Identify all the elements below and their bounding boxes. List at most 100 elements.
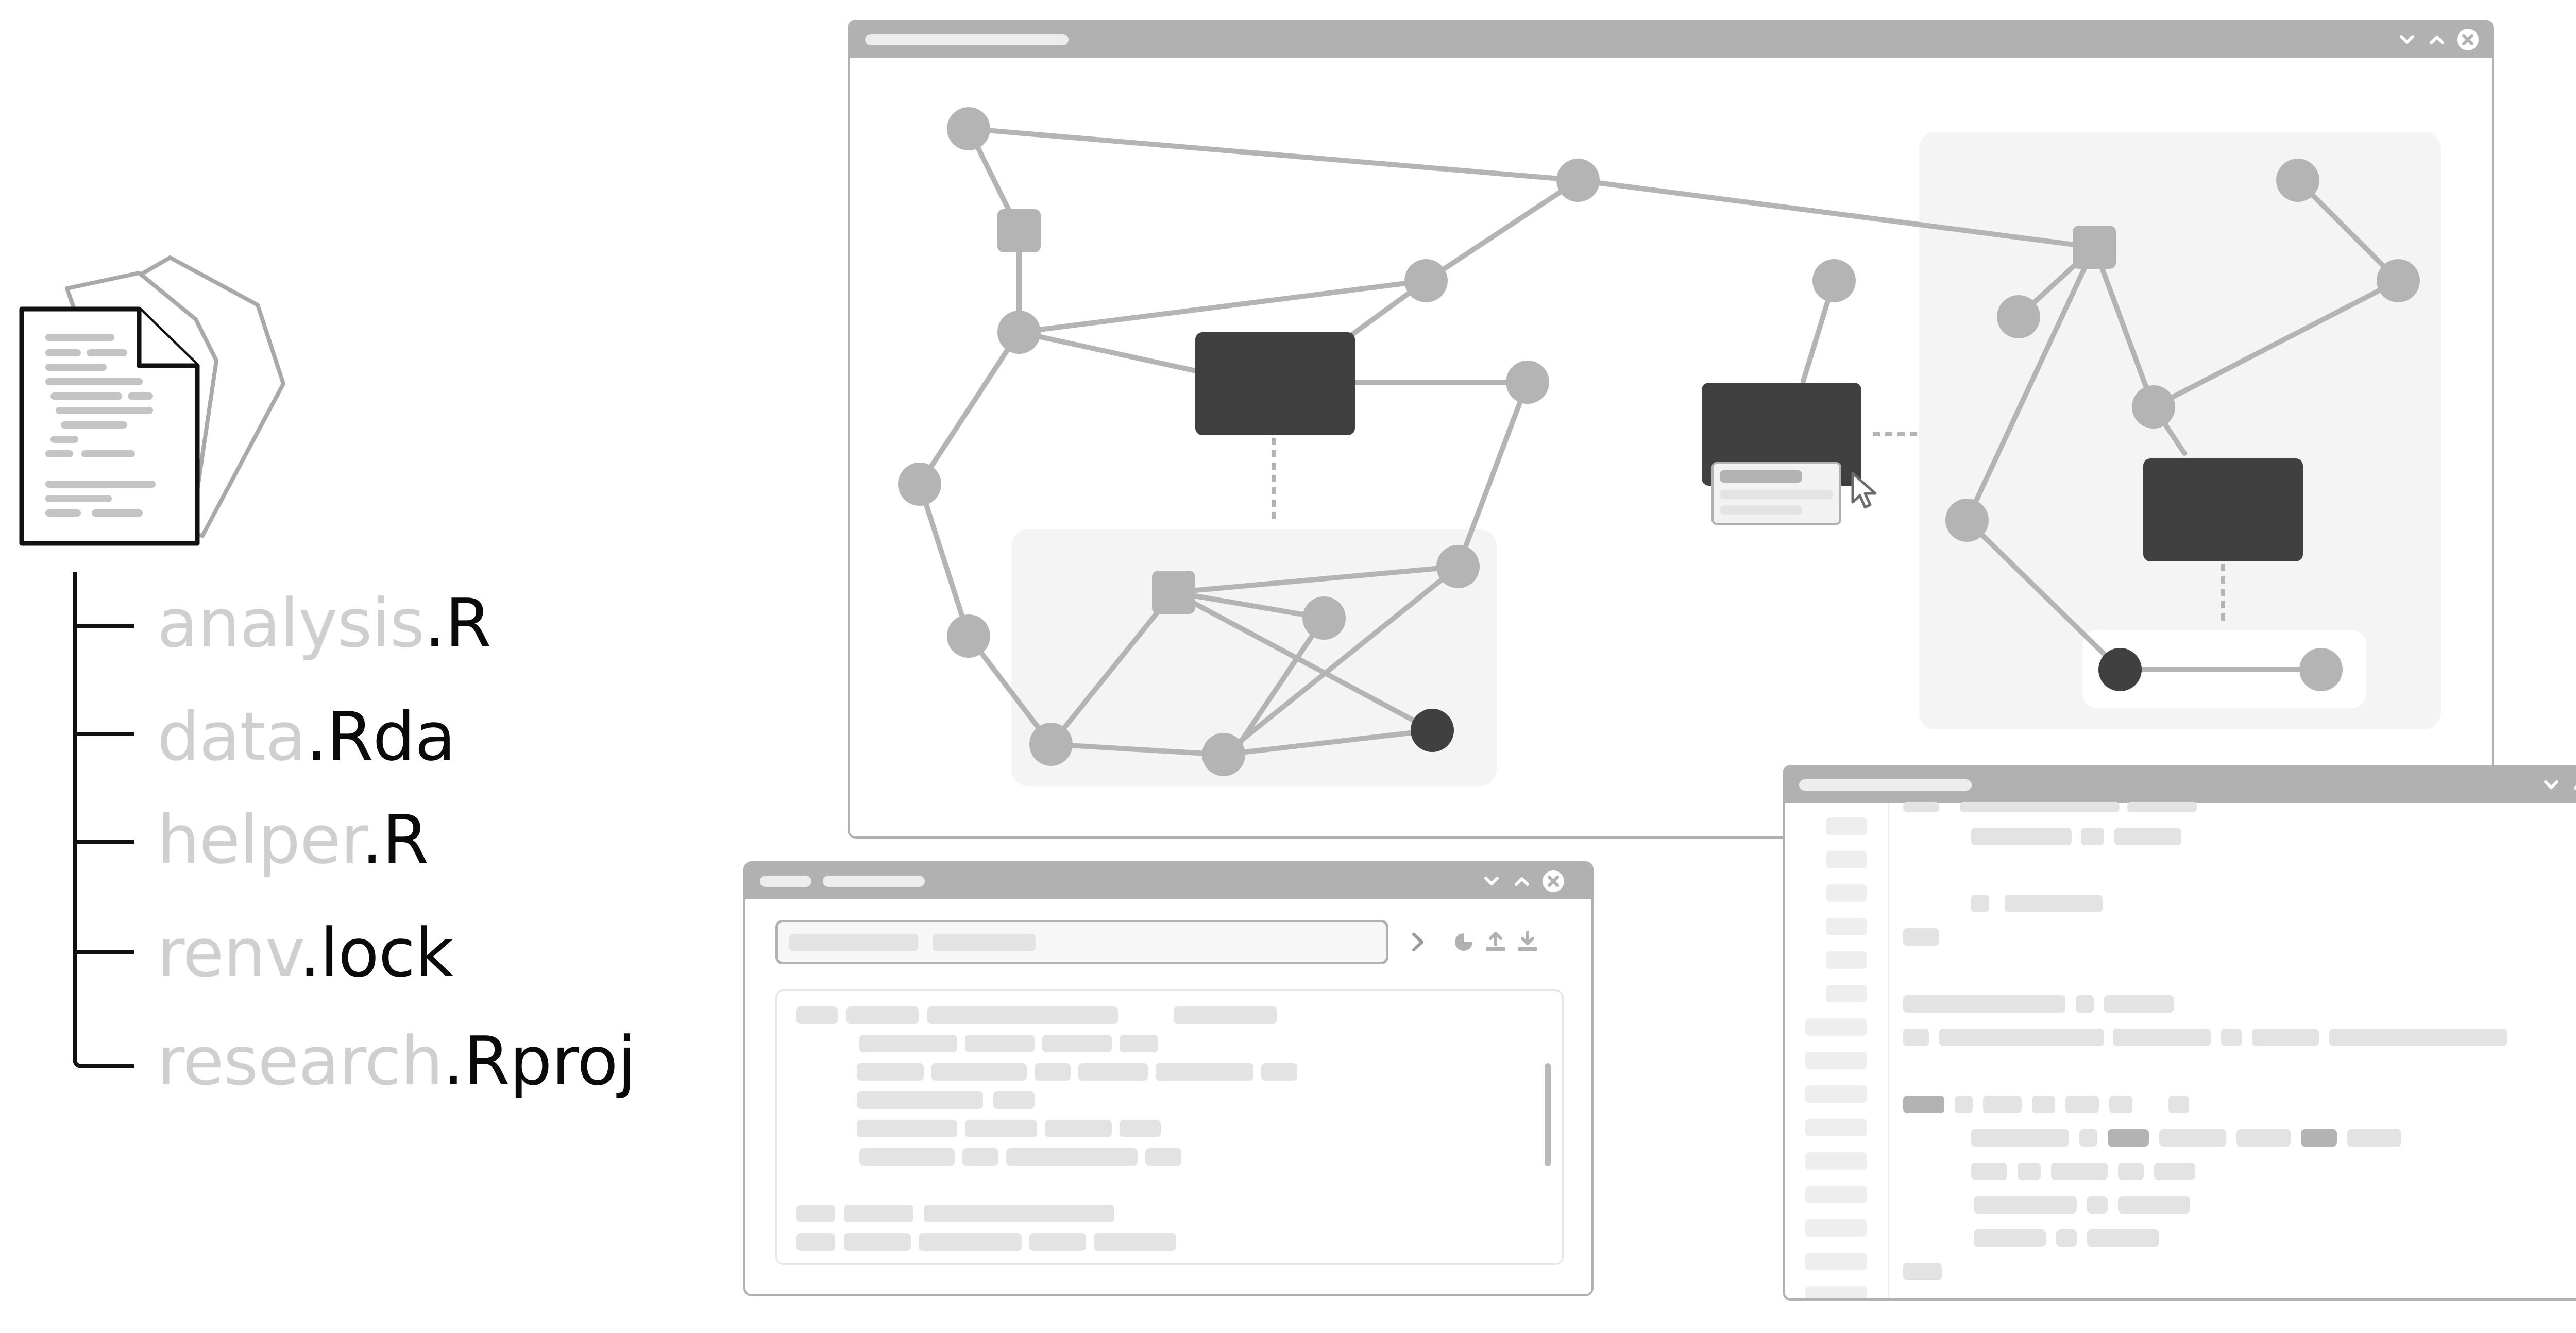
pie-chart-icon[interactable]: [1452, 931, 1475, 953]
list-item: [1029, 1233, 1086, 1251]
chevron-up-icon[interactable]: [2425, 28, 2449, 52]
code-token: [2154, 1163, 2195, 1180]
chevron-down-icon[interactable]: [2395, 28, 2419, 52]
graph-node: [1302, 596, 1346, 640]
list-item: [1035, 1063, 1071, 1081]
code-token: [2076, 995, 2094, 1013]
list-item: [965, 1120, 1037, 1137]
scrollbar-thumb[interactable]: [1545, 1063, 1551, 1166]
code-token: [2087, 1229, 2159, 1247]
list-item: [1120, 1035, 1158, 1052]
code-token: [2113, 1029, 2211, 1046]
editor-window-titlebar[interactable]: [1785, 767, 2576, 803]
list-item: [1156, 1063, 1253, 1081]
close-icon[interactable]: [1541, 869, 1565, 893]
file-stem: renv: [157, 914, 300, 992]
window-title-placeholder: [1799, 779, 1972, 791]
file-stem: research: [157, 1022, 443, 1100]
chevron-down-icon[interactable]: [2539, 773, 2563, 797]
chevron-up-icon[interactable]: [1510, 869, 1534, 893]
code-token: [2032, 1096, 2055, 1113]
results-list[interactable]: [775, 989, 1564, 1265]
list-item: [1174, 1006, 1277, 1024]
graph-node: [2276, 159, 2319, 202]
list-item: [859, 1148, 955, 1166]
list-item: [993, 1091, 1035, 1109]
file-item-renv[interactable]: renv.lock: [157, 919, 454, 986]
chevron-right-icon[interactable]: [1408, 930, 1428, 954]
code-token: [1960, 802, 2120, 812]
upload-icon[interactable]: [1483, 929, 1508, 954]
download-icon[interactable]: [1515, 929, 1540, 954]
code-editor-window: [1783, 765, 2576, 1301]
list-item: [1078, 1063, 1148, 1081]
graph-square-node: [997, 209, 1041, 252]
graph-block-node: [1702, 383, 1861, 486]
code-token: [1971, 895, 1989, 912]
code-token: [2347, 1129, 2401, 1147]
graph-node: [1812, 259, 1856, 302]
list-item: [857, 1120, 957, 1137]
code-token: [1974, 1196, 2077, 1214]
graph-node: [1436, 545, 1480, 588]
graph-node-active: [2098, 648, 2142, 691]
code-token: [2221, 1029, 2242, 1046]
list-item: [1094, 1233, 1176, 1251]
tooltip-line-placeholder: [1720, 490, 1833, 499]
list-item: [931, 1063, 1027, 1081]
close-icon[interactable]: [2456, 28, 2480, 52]
code-token: [2056, 1229, 2077, 1247]
code-token: [1971, 828, 2072, 845]
search-input[interactable]: [775, 920, 1388, 964]
list-item: [924, 1205, 1114, 1222]
code-token: [2087, 1196, 2108, 1214]
file-item-analysis[interactable]: analysis.R: [157, 590, 492, 657]
graph-node: [1202, 733, 1245, 776]
line-number: [1826, 817, 1867, 835]
code-token: [1903, 1029, 1929, 1046]
graph-node: [997, 311, 1041, 354]
file-extension: .Rproj: [443, 1022, 636, 1100]
line-number: [1826, 951, 1867, 969]
code-token: [1974, 1229, 2046, 1247]
line-number: [1805, 1253, 1867, 1270]
graph-node: [1506, 361, 1549, 404]
list-item: [796, 1233, 835, 1251]
window-title-placeholder: [865, 34, 1069, 45]
group-panel: [1919, 132, 2441, 729]
graph-node: [947, 614, 990, 658]
line-number: [1805, 1119, 1867, 1136]
search-window-titlebar[interactable]: [745, 863, 1591, 899]
file-stem: data: [157, 697, 307, 776]
graph-square-node: [2073, 226, 2116, 269]
code-token: [2236, 1129, 2291, 1147]
file-extension: .R: [361, 800, 429, 879]
chevron-up-icon[interactable]: [2569, 773, 2576, 797]
code-token: [2109, 1096, 2132, 1113]
code-token: [1971, 1163, 2007, 1180]
line-number-gutter: [1785, 803, 1889, 1298]
chevron-down-icon[interactable]: [1480, 869, 1503, 893]
graph-node: [1945, 499, 1989, 542]
search-list-window: [743, 861, 1594, 1296]
file-item-data[interactable]: data.Rda: [157, 703, 456, 770]
list-item: [857, 1063, 924, 1081]
file-item-helper[interactable]: helper.R: [157, 806, 429, 873]
graph-block-node: [1195, 332, 1355, 435]
line-number: [1805, 1152, 1867, 1170]
code-token: [1903, 1263, 1942, 1280]
file-extension: .R: [424, 584, 492, 662]
list-item: [1120, 1120, 1161, 1137]
list-item: [857, 1091, 983, 1109]
code-token: [1903, 802, 1939, 812]
code-token-highlight: [2301, 1129, 2337, 1147]
list-item: [859, 1035, 957, 1052]
code-token: [2114, 828, 2181, 845]
graph-window-titlebar[interactable]: [850, 22, 2492, 58]
code-token: [2005, 895, 2103, 912]
graph-node: [1404, 259, 1448, 302]
file-item-research[interactable]: research.Rproj: [157, 1028, 636, 1095]
list-item: [1045, 1120, 1112, 1137]
code-token-highlight: [1903, 1096, 1944, 1113]
dashed-links: [1272, 432, 2225, 626]
